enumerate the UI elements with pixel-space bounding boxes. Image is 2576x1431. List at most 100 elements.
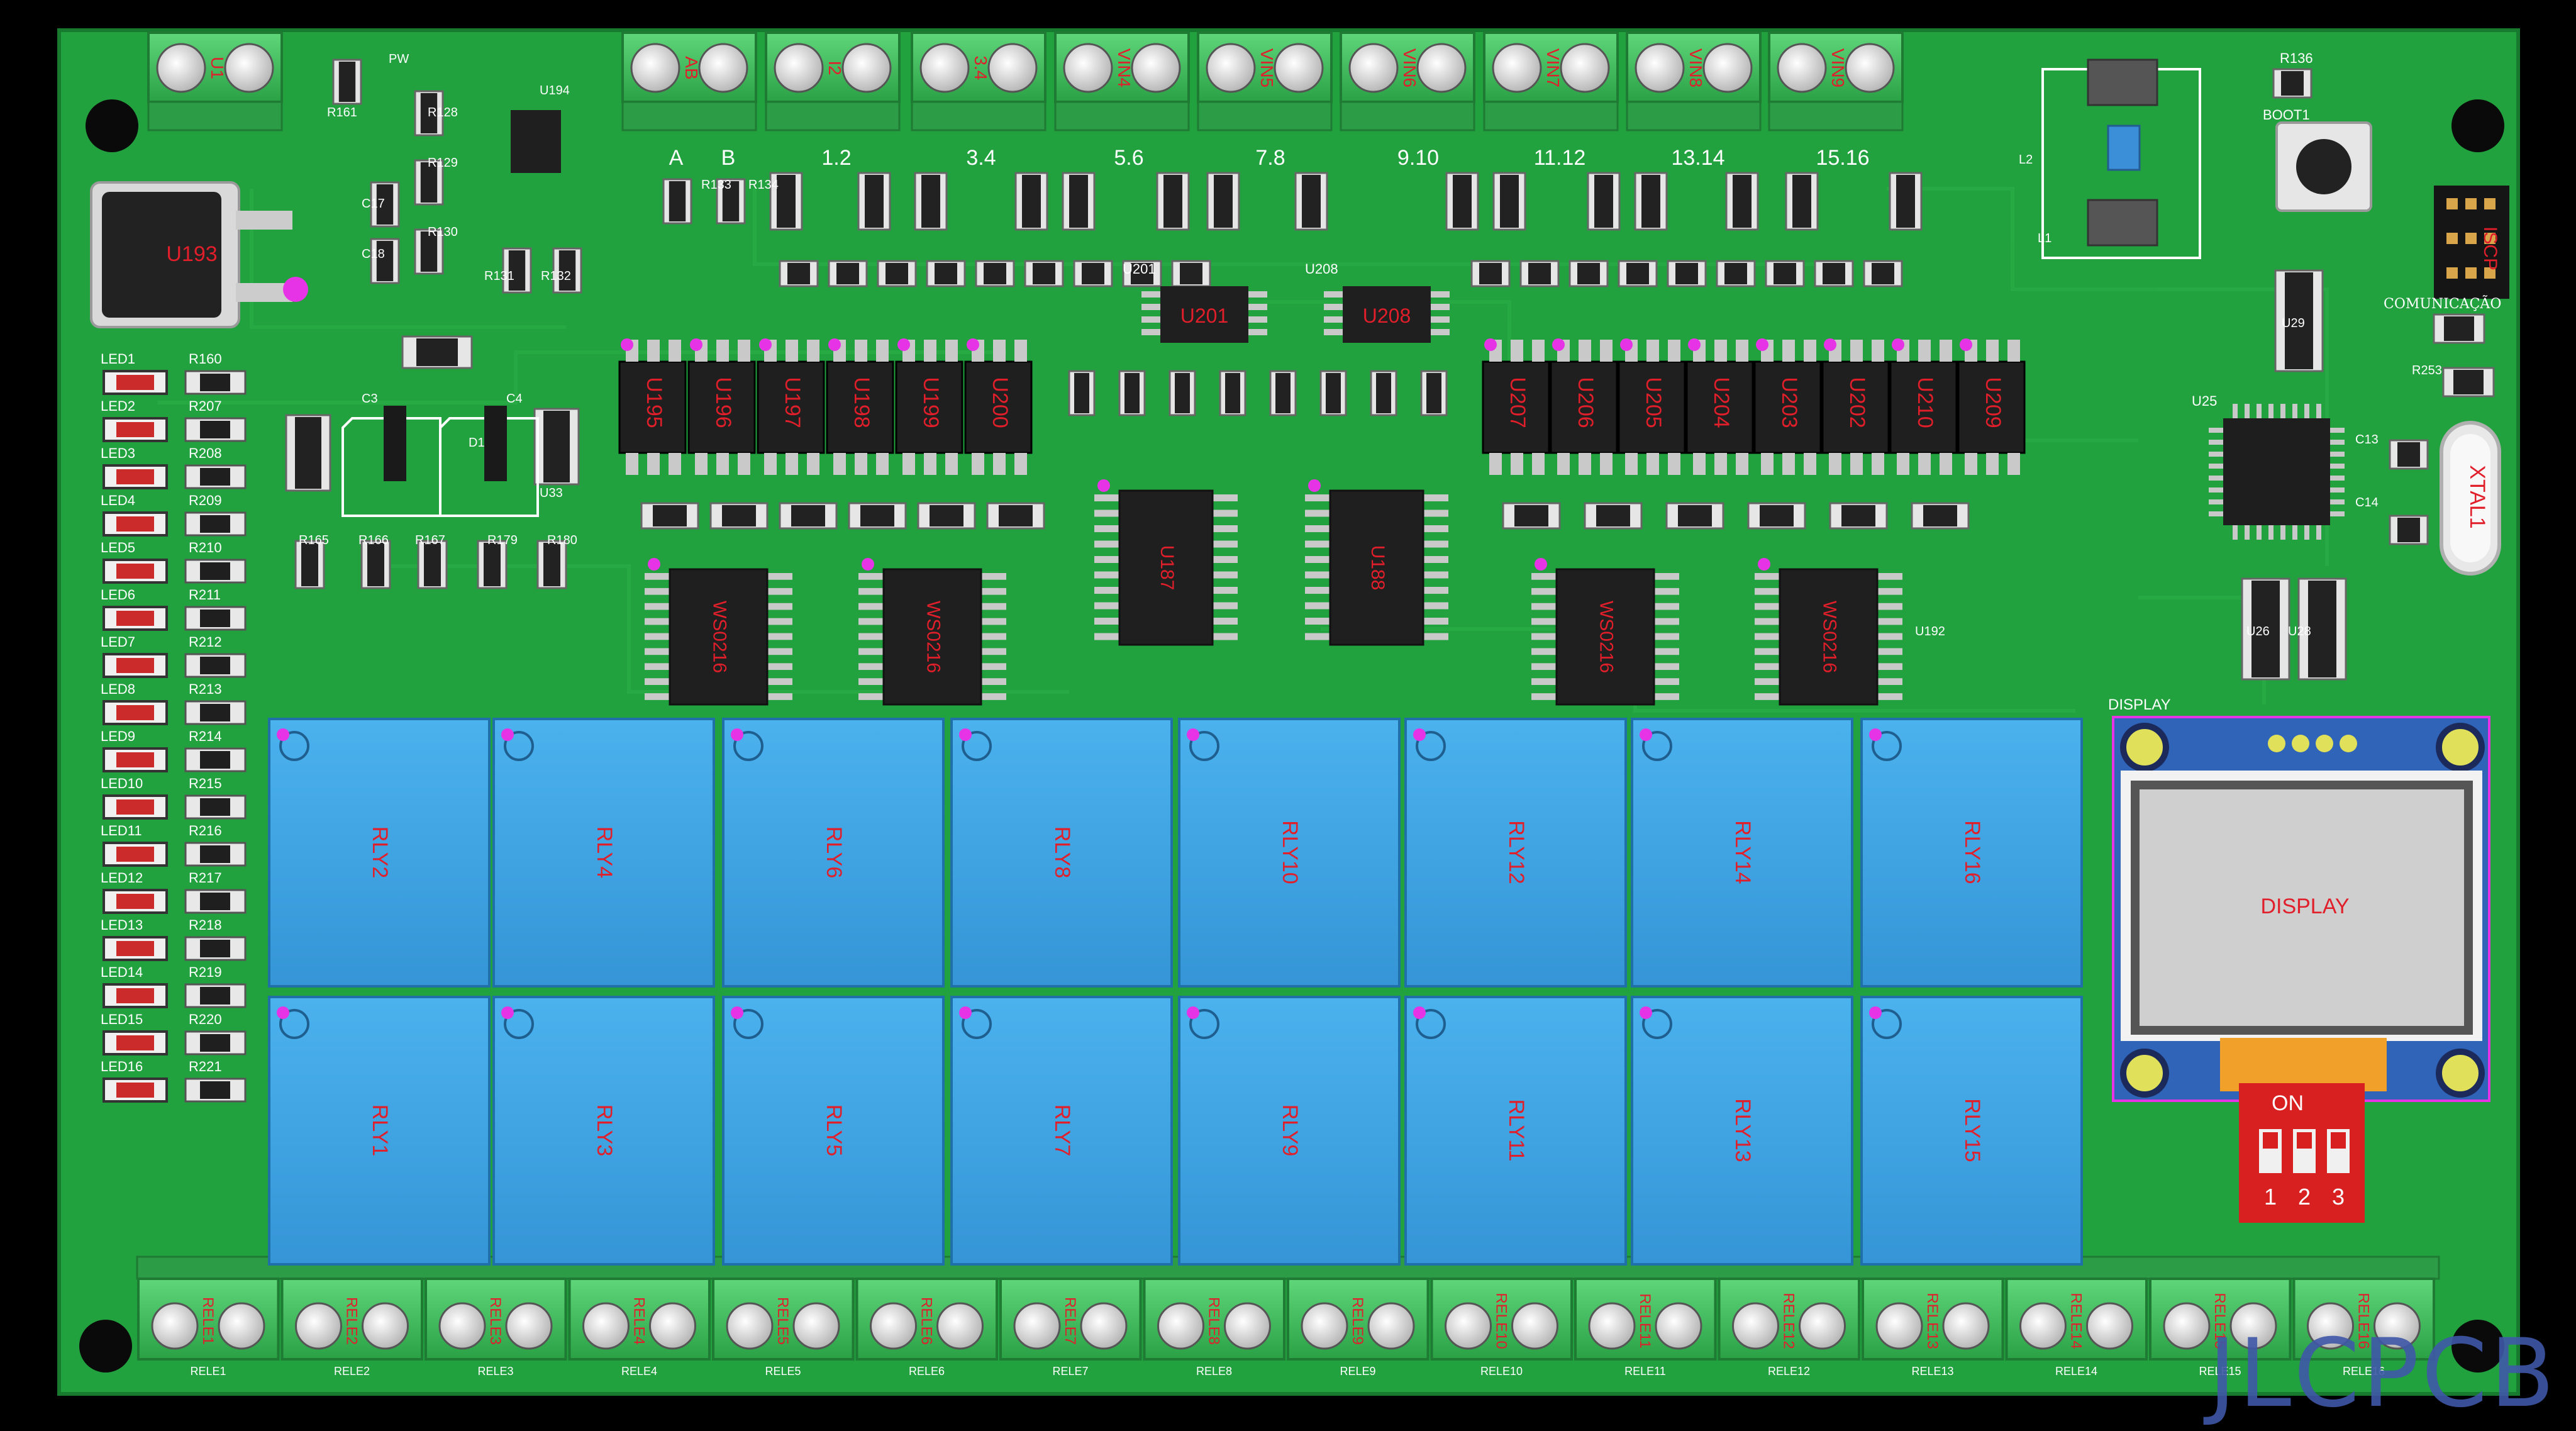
pin1-marker — [501, 728, 514, 741]
ic-pin — [1755, 603, 1780, 610]
screw-2 — [841, 43, 892, 93]
input-pair-label: 1.2 — [821, 146, 851, 170]
opto-pin — [1850, 453, 1863, 475]
mcu-pin — [2257, 404, 2262, 418]
smd-top — [984, 263, 1006, 284]
opto-body — [1821, 360, 1890, 454]
smd-part — [1584, 502, 1643, 530]
input-pair-label: 11.12 — [1534, 146, 1586, 170]
smd-top — [1163, 175, 1182, 228]
smd-part — [332, 58, 362, 105]
ic-pin — [1877, 663, 1902, 671]
relay-label: RLY2 — [368, 827, 392, 879]
led-label: LED4 — [101, 493, 135, 508]
pin1-marker — [621, 338, 633, 351]
ic-pin — [1213, 571, 1238, 579]
terminal-label: RELE1 — [199, 1297, 216, 1345]
mcu-pin — [2292, 525, 2297, 540]
pin1-marker — [1097, 479, 1110, 492]
opto-pin — [1557, 453, 1570, 475]
opto-pin — [786, 340, 798, 362]
silk-label: R253 — [2412, 364, 2442, 377]
terminal-silk: RELE11 — [1624, 1365, 1666, 1378]
screw-1 — [1206, 43, 1256, 93]
led-lens — [116, 988, 154, 1003]
silk-label: L2 — [2019, 153, 2033, 167]
screw-2 — [1702, 43, 1753, 93]
ic-pin — [1305, 525, 1330, 533]
opto-pin — [1511, 453, 1523, 475]
ic-pin — [858, 633, 884, 640]
smd-part — [1587, 172, 1621, 231]
terminal-silk: RELE8 — [1196, 1365, 1232, 1378]
resistor-top — [200, 987, 230, 1005]
led-label: LED14 — [101, 964, 143, 980]
ic-pin — [1423, 509, 1448, 517]
screw-1 — [156, 43, 206, 93]
dip-switch[interactable]: ON 1 2 3 — [2239, 1083, 2365, 1223]
smd-part — [2297, 577, 2347, 681]
opto-pin — [1804, 453, 1816, 475]
ic-pin — [981, 693, 1006, 700]
oled-display-module: DISPLAY DISPLAY — [2108, 696, 2490, 1102]
opto-pin — [1782, 340, 1795, 362]
relay-rly5: RLY5 — [722, 996, 945, 1266]
screw-2 — [987, 43, 1038, 93]
regulator-label: U193 — [166, 242, 217, 266]
crystal-label: XTAL1 — [2465, 465, 2489, 528]
smd-part — [2241, 577, 2290, 681]
terminal-label: I2 — [825, 60, 845, 75]
ic-pin — [981, 633, 1006, 640]
pin1-marker — [1960, 338, 1972, 351]
smd-top — [1823, 263, 1845, 284]
opto-pin — [1940, 340, 1952, 362]
smd-top — [2397, 518, 2420, 542]
relay-marker — [504, 731, 534, 761]
silk-label: U33 — [540, 486, 563, 500]
ic-pin — [645, 678, 670, 685]
boot-button[interactable]: BOOT1 R136 — [2263, 50, 2372, 212]
screw-2 — [1560, 43, 1610, 93]
relay-body — [1404, 718, 1627, 988]
ic-label: WS0216 — [709, 601, 730, 673]
screw-1 — [1875, 1302, 1923, 1350]
opto-pin — [807, 340, 819, 362]
ic-pin — [858, 663, 884, 671]
smd-part — [1667, 260, 1707, 287]
screw-1 — [1777, 43, 1827, 93]
smd-top — [1225, 373, 1240, 413]
screw-2 — [1511, 1302, 1558, 1350]
pin1-marker — [1892, 338, 1904, 351]
smd-part — [779, 260, 819, 287]
ic-pin — [1213, 540, 1238, 548]
smd-part — [1219, 370, 1246, 416]
smd-part — [1024, 260, 1064, 287]
ic-pin — [767, 573, 792, 580]
silk-label: PW — [389, 52, 409, 66]
boot-button-label: BOOT1 — [2263, 107, 2310, 123]
smd-top — [1724, 263, 1747, 284]
smd-part — [1785, 172, 1819, 231]
relay-marker — [504, 1009, 534, 1039]
opto-label: U205 — [1641, 377, 1665, 428]
ic-label: WS0216 — [1596, 601, 1617, 673]
resistor-label: R219 — [189, 964, 222, 980]
opto-pin — [1804, 340, 1816, 362]
isp-header[interactable]: ISCP COMUNICAÇÃO — [2384, 186, 2509, 312]
smd-part — [1470, 260, 1511, 287]
optocoupler-u206: U206 — [1550, 338, 1618, 475]
smd-part — [533, 408, 580, 486]
smd-top — [865, 175, 884, 228]
ic-pin — [1094, 571, 1119, 579]
relay-body — [1178, 996, 1401, 1266]
ic-pin — [645, 573, 670, 580]
smd-top — [2281, 71, 2304, 96]
terminal-label: RELE4 — [631, 1297, 648, 1345]
relay-body — [492, 996, 715, 1266]
ic-pin — [1305, 509, 1330, 517]
ic-pin — [1324, 316, 1343, 323]
relay-label: RLY13 — [1731, 1098, 1755, 1162]
